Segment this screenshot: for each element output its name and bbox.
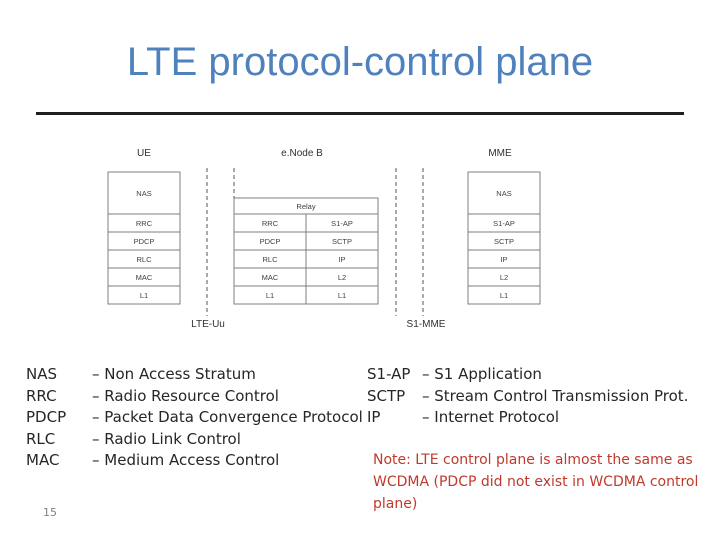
ue-rlc-label: RLC [136,255,152,264]
abbreviation-row: NAS – Non Access Stratum [26,364,363,386]
mme-ip-label: IP [500,255,507,264]
abbreviation-row: IP – Internet Protocol [367,407,688,429]
abbreviation-row: S1-AP – S1 Application [367,364,688,386]
abbreviation-meaning: – Non Access Stratum [92,365,256,383]
ue-rrc-label: RRC [136,219,153,228]
abbreviation-term: S1-AP [367,365,411,383]
mme-l1-layer [467,285,541,305]
mme-l2-label: L2 [500,273,508,282]
abbreviation-list-right: S1-AP – S1 Application SCTP – Stream Con… [367,364,688,429]
ue-l1-layer [107,285,181,305]
title-divider [36,112,684,115]
abbreviation-meaning: – S1 Application [422,365,542,383]
abbreviation-term: SCTP [367,386,406,405]
ue-stack: NAS RRC PDCP RLC MAC L1 [107,171,181,305]
enb-sctp-label: SCTP [332,237,352,246]
ue-nas-label: NAS [136,189,151,198]
abbreviation-row: SCTP – Stream Control Transmission Prot. [367,386,688,408]
enb-stack: Relay RRC PDCP RLC MAC L1 S1-AP SCTP IP … [233,197,379,305]
mme-s1ap-label: S1-AP [493,219,515,228]
abbreviation-term: MAC [26,451,60,469]
mme-stack: NAS S1-AP SCTP IP L2 L1 [467,171,541,305]
abbreviation-term: RRC [26,386,57,405]
enb-l1-right-layer [305,285,379,305]
s1-mme-label: S1-MME [407,319,446,330]
slide-title: LTE protocol-control plane [126,40,594,84]
abbreviation-meaning: – Packet Data Convergence Protocol [92,408,363,426]
abbreviation-list-left: NAS – Non Access Stratum RRC – Radio Res… [26,364,363,472]
enb-l2-label: L2 [338,273,346,282]
abbreviation-meaning: – Radio Link Control [92,429,241,448]
lte-uu-label: LTE-Uu [191,319,225,330]
enb-l1-right-label: L1 [338,291,346,300]
ue-mac-label: MAC [136,273,153,282]
mme-label: MME [488,148,512,159]
abbreviation-term: IP [367,408,381,426]
abbreviation-meaning: – Medium Access Control [92,451,280,469]
abbreviation-term: NAS [26,365,58,383]
ue-pdcp-label: PDCP [134,237,155,246]
mme-sctp-label: SCTP [494,237,514,246]
enb-mac-label: MAC [262,273,279,282]
mme-l1-label: L1 [500,291,508,300]
enb-s1ap-label: S1-AP [331,219,353,228]
abbreviation-meaning: – Radio Resource Control [92,386,279,405]
abbreviation-row: RRC – Radio Resource Control [26,386,363,408]
enb-l1-left-label: L1 [266,291,274,300]
note-text: Note: LTE control plane is almost the sa… [373,452,699,512]
abbreviation-term: RLC [26,429,56,448]
enb-rrc-label: RRC [262,219,279,228]
mme-nas-label: NAS [496,189,511,198]
enb-relay-label: Relay [296,202,315,211]
abbreviation-meaning: – Internet Protocol [422,408,560,426]
abbreviation-term: PDCP [26,408,67,426]
enb-ip-label: IP [338,255,345,264]
ue-l1-label: L1 [140,291,148,300]
enb-label: e.Node B [281,148,323,159]
abbreviation-row: MAC – Medium Access Control [26,450,363,472]
ue-label: UE [137,148,151,159]
enb-pdcp-label: PDCP [260,237,281,246]
ue-nas-layer [107,171,181,215]
enb-rlc-label: RLC [262,255,278,264]
abbreviation-row: PDCP – Packet Data Convergence Protocol [26,407,363,429]
mme-nas-layer [467,171,541,215]
abbreviation-row: RLC – Radio Link Control [26,429,363,451]
page-number: 15 [43,506,57,519]
abbreviation-meaning: – Stream Control Transmission Prot. [422,386,689,405]
protocol-stack-diagram: UE e.Node B MME NAS RRC PDCP RLC MAC L1 … [107,148,541,330]
